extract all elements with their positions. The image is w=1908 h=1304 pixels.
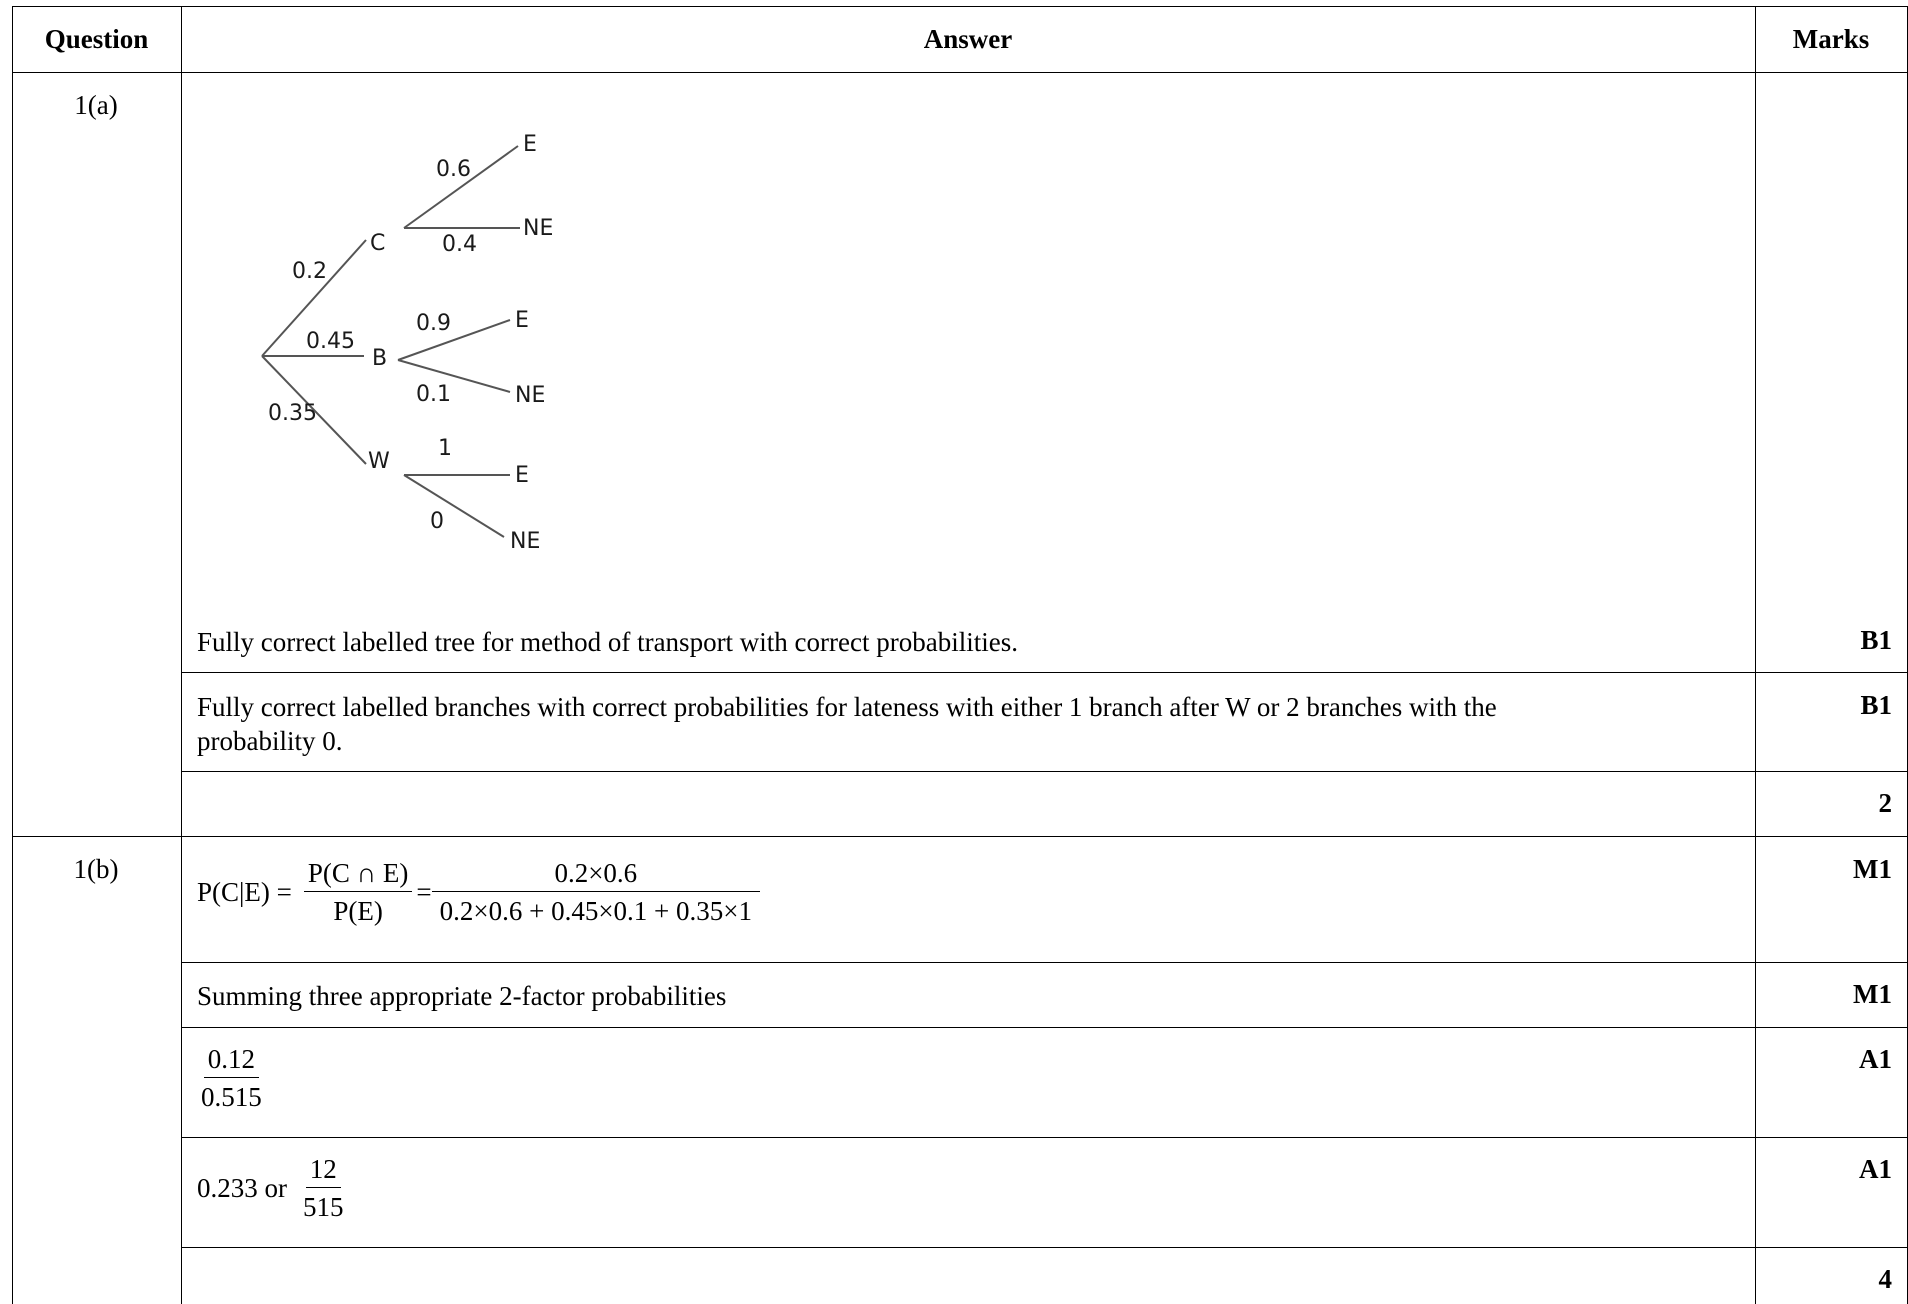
formula-lhs: P(C|E) = xyxy=(197,877,292,907)
mark-1b-a1-unsimplified: A1 xyxy=(1859,1044,1892,1074)
tree-node-b-e: E xyxy=(515,308,529,333)
tree-prob-c-e: 0.6 xyxy=(436,157,471,182)
fraction-definition-numerator: P(C ∩ E) xyxy=(303,858,413,892)
mark-1b-m1-summing: M1 xyxy=(1853,979,1892,1009)
probability-tree-diagram: 0.2 0.45 0.35 C B W 0.6 0.4 E NE 0.9 0.1… xyxy=(261,132,553,554)
fraction-final: 12 515 xyxy=(299,1154,348,1223)
answer-text-1a-branches-line1: Fully correct labelled branches with cor… xyxy=(197,692,1497,722)
header-question: Question xyxy=(44,24,149,54)
header-marks: Marks xyxy=(1792,24,1870,54)
fraction-calculation-denominator: 0.2×0.6 + 0.45×0.1 + 0.35×1 xyxy=(439,896,753,926)
fraction-unsimplified-numerator: 0.12 xyxy=(203,1044,259,1078)
fraction-final-numerator: 12 xyxy=(305,1154,341,1188)
answer-text-1a-branches-line2: probability 0. xyxy=(197,726,343,756)
tree-node-b-ne: NE xyxy=(515,383,545,408)
fraction-unsimplified-denominator: 0.515 xyxy=(201,1082,262,1112)
answer-text-1a-tree: Fully correct labelled tree for method o… xyxy=(197,627,1018,657)
tree-node-c-e: E xyxy=(523,132,537,157)
answer-final: 0.233 or 12 515 xyxy=(197,1154,348,1223)
tree-node-w: W xyxy=(368,449,390,474)
total-marks-1a: 2 xyxy=(1878,788,1893,818)
fraction-calculation: 0.2×0.6 0.2×0.6 + 0.45×0.1 + 0.35×1 xyxy=(431,858,761,927)
question-label-1a: 1(a) xyxy=(74,90,118,120)
tree-prob-w-e: 1 xyxy=(438,436,452,461)
tree-node-c-ne: NE xyxy=(523,216,553,241)
formula-equals: = xyxy=(416,877,432,907)
mark-1b-a1-final: A1 xyxy=(1859,1154,1892,1184)
tree-prob-b-e: 0.9 xyxy=(416,311,451,336)
tree-prob-c: 0.2 xyxy=(292,259,327,284)
tree-prob-w-ne: 0 xyxy=(430,509,444,534)
tree-prob-b-ne: 0.1 xyxy=(416,382,451,407)
conditional-probability-formula: P(C|E) = P(C ∩ E) P(E) = 0.2×0.6 0.2×0.6… xyxy=(197,858,761,927)
tree-prob-w: 0.35 xyxy=(268,401,317,426)
answer-final-decimal: 0.233 or xyxy=(197,1173,287,1203)
fraction-final-denominator: 515 xyxy=(303,1192,344,1222)
fraction-unsimplified: 0.12 0.515 xyxy=(197,1044,266,1113)
fraction-definition-denominator: P(E) xyxy=(333,896,383,926)
answer-text-1b-summing: Summing three appropriate 2-factor proba… xyxy=(197,981,727,1011)
tree-node-w-ne: NE xyxy=(510,529,540,554)
answer-fraction-unsimplified: 0.12 0.515 xyxy=(197,1044,266,1113)
tree-node-b: B xyxy=(372,346,387,371)
question-label-1b: 1(b) xyxy=(73,854,119,884)
tree-prob-c-ne: 0.4 xyxy=(442,232,477,257)
fraction-calculation-numerator: 0.2×0.6 xyxy=(431,858,761,892)
header-answer: Answer xyxy=(923,24,1013,54)
tree-prob-b: 0.45 xyxy=(306,329,355,354)
tree-node-w-e: E xyxy=(515,463,529,488)
tree-node-c: C xyxy=(370,231,385,256)
mark-1b-m1-formula: M1 xyxy=(1853,854,1892,884)
mark-1a-b1-branches: B1 xyxy=(1860,690,1892,720)
fraction-definition: P(C ∩ E) P(E) xyxy=(303,858,413,927)
total-marks-1b: 4 xyxy=(1878,1264,1893,1294)
mark-1a-b1-tree: B1 xyxy=(1860,625,1892,655)
